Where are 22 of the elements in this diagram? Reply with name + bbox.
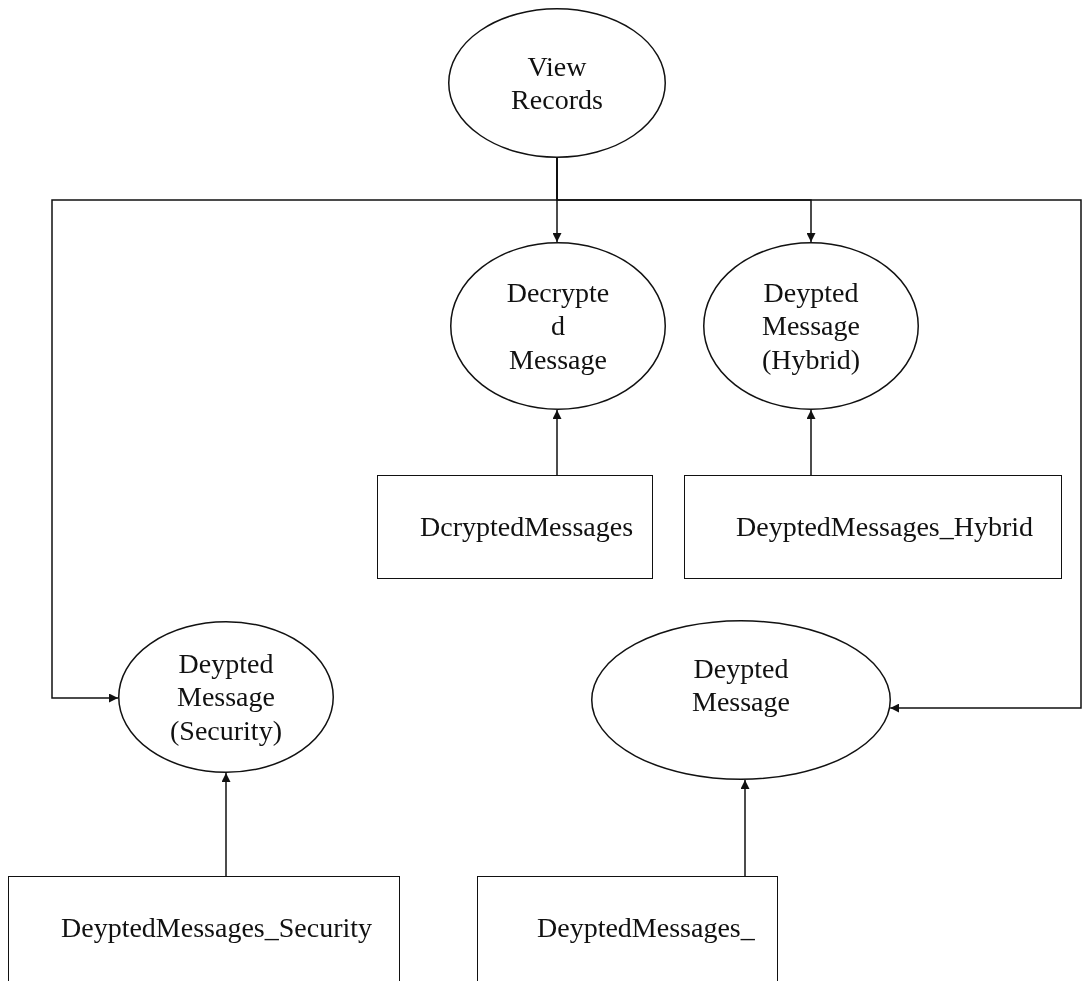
node-label: DeyptedMessages_Hybrid xyxy=(736,510,1034,544)
arrow xyxy=(552,409,562,476)
arrow xyxy=(806,409,816,476)
process-ellipse xyxy=(703,242,919,410)
node-label: Deypted Message (Security) xyxy=(169,647,283,747)
node-label: Deypted Message xyxy=(691,651,791,719)
data-store-box xyxy=(8,876,400,981)
node-label: View Records xyxy=(510,49,604,117)
node-label: DeyptedMessages_ xyxy=(537,911,755,945)
data-store-box xyxy=(377,475,653,579)
node-label: Deypted Message (Hybrid) xyxy=(761,276,861,376)
arrow xyxy=(740,779,750,877)
data-store-box xyxy=(477,876,778,981)
process-ellipse xyxy=(118,621,334,773)
node-label: DeyptedMessages_Security xyxy=(61,911,373,945)
process-ellipse xyxy=(591,620,891,780)
node-label: Decrypte d Message xyxy=(505,276,611,376)
process-ellipse xyxy=(448,8,666,158)
arrow xyxy=(221,772,231,877)
data-store-box xyxy=(684,475,1062,579)
node-label: DcryptedMessages xyxy=(420,510,634,544)
process-ellipse xyxy=(450,242,666,410)
